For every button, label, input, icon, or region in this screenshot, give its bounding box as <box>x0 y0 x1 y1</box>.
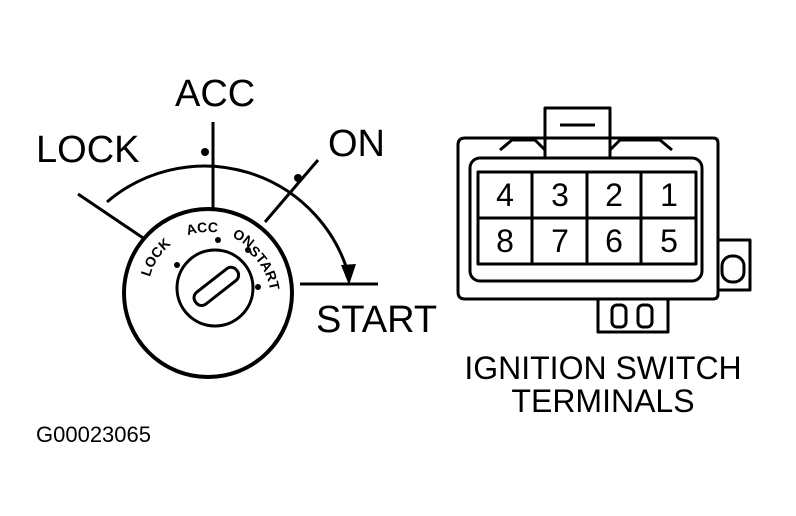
arc-tick-acc <box>201 148 209 156</box>
terminal-number: 4 <box>496 177 514 213</box>
arc-tick-on <box>294 174 302 182</box>
start-arrowhead <box>341 264 356 285</box>
connector-bottom-tab <box>596 299 670 334</box>
ignition-switch: LOCK ACC ON START LOCK ACC ON START <box>36 73 437 379</box>
housing-bump-left <box>499 138 547 152</box>
connector-side-tab <box>718 238 752 292</box>
leader-lock <box>77 192 153 246</box>
face-dot-acc <box>215 237 221 243</box>
terminal-number: 5 <box>660 223 678 259</box>
side-tab-inner <box>720 254 746 284</box>
terminal-number: 3 <box>551 177 569 213</box>
label-on: ON <box>328 123 385 165</box>
face-dot-on <box>245 247 251 253</box>
connector-inner-shell <box>468 156 704 283</box>
ignition-switch-connector <box>456 106 752 334</box>
label-acc: ACC <box>175 73 255 115</box>
face-dot-start <box>255 284 261 290</box>
position-arc <box>106 164 351 277</box>
connector-housing <box>456 136 720 301</box>
label-lock: LOCK <box>36 129 139 171</box>
bottom-tab-slot-right <box>636 303 654 329</box>
housing-bump-right <box>608 138 673 152</box>
terminal-numbers: 4 3 2 1 8 7 6 5 <box>496 177 678 259</box>
terminal-number: 2 <box>605 177 623 213</box>
terminal-number: 7 <box>551 223 569 259</box>
terminal-number: 6 <box>605 223 623 259</box>
connector-latch <box>543 106 612 158</box>
terminal-number: 8 <box>496 223 514 259</box>
connector-caption-line1: IGNITION SWITCH <box>464 350 741 386</box>
key-slot <box>192 265 241 307</box>
bottom-tab-slot-left <box>610 303 628 329</box>
label-start: START <box>316 299 437 341</box>
connector-caption-line2: TERMINALS <box>511 383 694 419</box>
figure-code: G00023065 <box>36 422 151 447</box>
terminal-number: 1 <box>660 177 678 213</box>
leader-on <box>263 159 320 223</box>
face-label-acc: ACC <box>184 219 218 238</box>
face-dot-lock <box>174 262 180 268</box>
